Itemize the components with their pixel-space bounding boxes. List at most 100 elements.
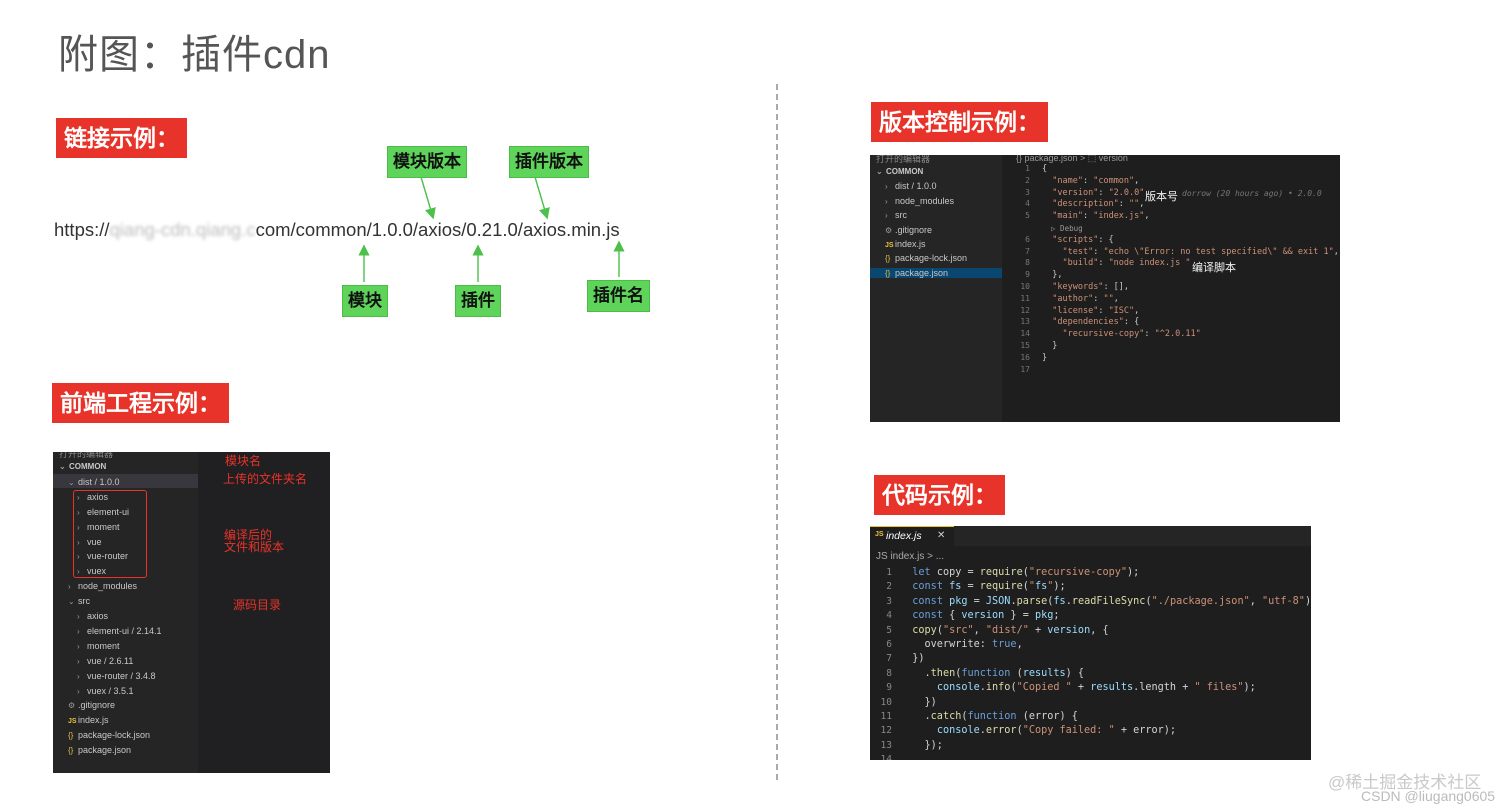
tree-item-label: src	[895, 210, 907, 221]
js-file-icon: JS	[885, 242, 894, 249]
annot-module-name: 模块名	[225, 454, 262, 468]
tree-item[interactable]: ›moment	[77, 522, 120, 532]
annot-compiled-line1: 编译后的	[224, 528, 273, 542]
chevron-down-icon: ⌄	[876, 167, 883, 176]
tree-item[interactable]: ›src	[885, 210, 907, 220]
tree-item-label: index.js	[895, 239, 926, 249]
tree-item[interactable]: ›node_modules	[68, 581, 137, 591]
tree-item-label: moment	[87, 640, 120, 651]
url-prefix: https://	[54, 219, 110, 240]
tree-item[interactable]: ⌄dist / 1.0.0	[68, 477, 120, 487]
json-file-icon: {}	[68, 731, 74, 741]
tree-item[interactable]: ›element-ui / 2.14.1	[77, 626, 162, 636]
tree-item[interactable]: ›element-ui	[77, 507, 129, 517]
chevron-right-icon: ›	[77, 641, 80, 651]
tree-item[interactable]: JSindex.js	[68, 715, 109, 725]
line-number: 8	[886, 667, 892, 679]
tree-item[interactable]: JSindex.js	[885, 239, 926, 249]
tree-item-label: package.json	[78, 745, 132, 756]
tree-item[interactable]: ›vue / 2.6.11	[77, 656, 133, 666]
code-line: "recursive-copy": "^2.0.11"	[1062, 329, 1201, 340]
chevron-right-icon: ›	[77, 522, 80, 532]
code-line: const { version } = pkg;	[912, 610, 1060, 622]
json-file-icon: {}	[885, 254, 891, 264]
tree-item[interactable]: ›node_modules	[885, 196, 954, 206]
line-number: 9	[886, 682, 892, 694]
line-number: 13	[880, 739, 892, 751]
label-plugin: 插件	[455, 285, 501, 317]
tree-item[interactable]: ⌄src	[68, 596, 90, 606]
line-number: 1	[886, 567, 892, 578]
line-number: 2	[886, 581, 892, 593]
tree-item[interactable]: ›axios	[77, 492, 108, 502]
code-line: "license": "ISC",	[1052, 305, 1140, 316]
frontend-example-heading: 前端工程示例：	[52, 383, 229, 423]
code-line: const fs = require("fs");	[912, 581, 1066, 593]
tree-item[interactable]: ⚙.gitignore	[885, 225, 932, 235]
tree-item[interactable]: › dist / 1.0.0	[885, 181, 937, 191]
code-line: console.info("Copied " + results.length …	[936, 682, 1256, 694]
tree-item[interactable]: ›vue	[77, 537, 102, 547]
line-number: 16	[1020, 352, 1030, 362]
line-number: 12	[880, 725, 892, 737]
tree-item-label: src	[78, 596, 90, 607]
tree-item[interactable]: {}package.json	[870, 267, 1002, 278]
line-number: 14	[1020, 329, 1030, 339]
chevron-right-icon: ›	[77, 656, 80, 666]
code-line: "build": "node index.js "	[1062, 258, 1191, 269]
tree-item[interactable]: ⌄COMMON	[59, 462, 106, 471]
chevron-right-icon: ›	[77, 507, 80, 517]
tree-item-label: index.js	[78, 715, 109, 726]
line-number: 5	[886, 624, 892, 636]
link-example-heading: 链接示例：	[56, 118, 187, 158]
tree-item[interactable]: ⚙.gitignore	[68, 700, 115, 710]
chevron-right-icon: ›	[77, 671, 80, 681]
page-title: 附图：插件cdn	[58, 33, 331, 77]
code-editor-screenshot: JS index.js ✕ JS index.js > ... 1 let co…	[870, 526, 1311, 760]
line-number: 2	[1025, 175, 1030, 185]
chevron-right-icon: ›	[77, 612, 80, 621]
label-module: 模块	[342, 285, 388, 317]
tree-item[interactable]: {}package-lock.json	[68, 730, 150, 740]
url-blurred-host: qiang-cdn.qiang.c	[109, 219, 256, 240]
tree-item-label: vuex	[87, 566, 107, 577]
tab-index-js[interactable]: JS index.js ✕	[870, 526, 954, 547]
js-file-icon: JS	[68, 718, 77, 726]
close-icon[interactable]: ✕	[937, 530, 946, 541]
line-number: 3	[886, 595, 892, 607]
tree-item[interactable]: ›vuex / 3.5.1	[77, 686, 134, 696]
chevron-down-icon: ⌄	[59, 462, 66, 471]
code-line: {	[1042, 164, 1048, 174]
line-number: 6	[886, 639, 892, 650]
tree-item[interactable]: ›vue-router	[77, 551, 128, 561]
tree-item[interactable]: {}package-lock.json	[885, 253, 967, 263]
tree-item[interactable]: ›vue-router / 3.4.8	[77, 671, 156, 681]
tree-item-label: axios	[87, 491, 109, 502]
tree-item[interactable]: › moment	[77, 641, 120, 651]
chevron-right-icon: ›	[885, 182, 888, 192]
line-number: 14	[880, 754, 892, 760]
line-number: 8	[1025, 258, 1030, 268]
editor-breadcrumb: {} package.json > ⬚ version	[1016, 155, 1128, 163]
tree-item[interactable]: ›axios	[77, 611, 108, 621]
line-number: 12	[1020, 305, 1030, 315]
code-line: copy("src", "dist/" + version, {	[912, 624, 1109, 636]
chevron-right-icon: ›	[77, 537, 80, 547]
url-path: com/common/1.0.0/axios/0.21.0/axios.min.…	[255, 219, 620, 240]
tree-item-label: dist / 1.0.0	[895, 181, 937, 192]
line-number: 3	[1025, 187, 1030, 197]
line-number: 10	[1020, 282, 1030, 291]
label-module-version: 模块版本	[387, 146, 467, 178]
tree-item[interactable]: ⌄COMMON	[876, 167, 923, 176]
chevron-down-icon: ⌄	[68, 477, 75, 487]
code-line: "main": "index.js",	[1052, 211, 1150, 222]
tree-item[interactable]: ›vuex	[77, 566, 106, 576]
tree-item[interactable]: {}package.json	[68, 745, 131, 755]
code-line: let copy = require("recursive-copy");	[912, 567, 1140, 578]
code-line: }	[1042, 352, 1048, 363]
version-explorer-sidebar	[870, 155, 1002, 422]
json-file-icon: {}	[885, 268, 891, 278]
chevron-right-icon: ›	[77, 686, 80, 696]
line-number: 15	[1020, 341, 1030, 350]
annot-version-number: 版本号	[1145, 191, 1178, 203]
